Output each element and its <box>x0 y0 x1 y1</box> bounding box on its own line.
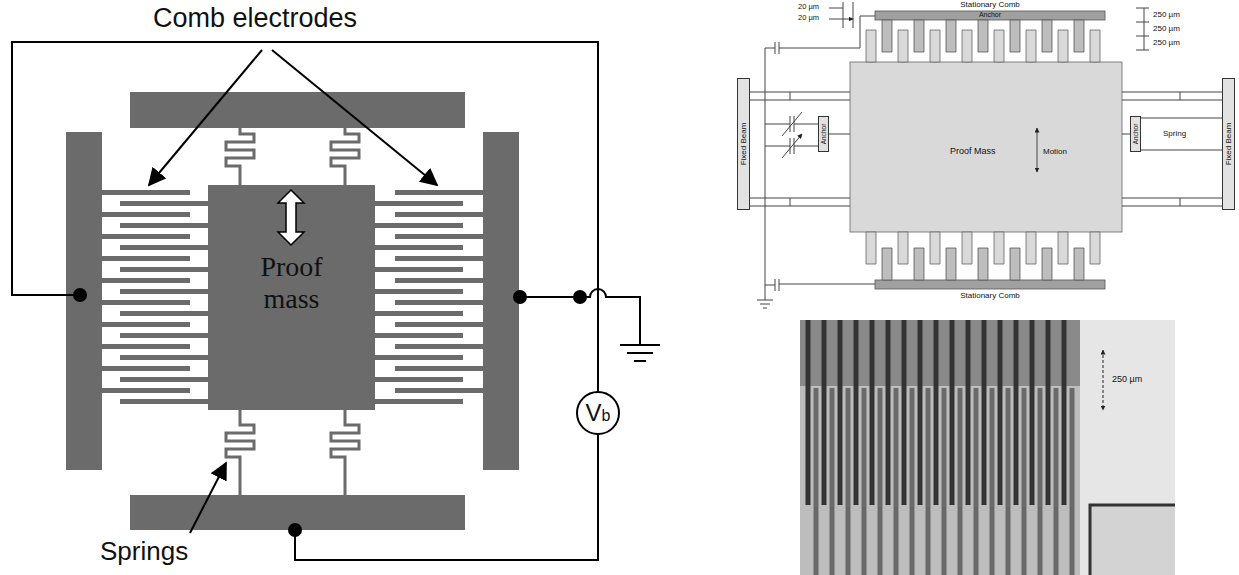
motion-arrow <box>1037 128 1038 172</box>
junction-dots <box>73 288 587 537</box>
callout-label: Springs <box>100 537 188 567</box>
photo-block <box>1090 505 1175 575</box>
stationary-comb: Stationary CombAnchor <box>875 0 1105 21</box>
wire <box>520 289 640 345</box>
spring <box>226 410 254 495</box>
motion-arrow <box>278 190 304 245</box>
wire <box>295 434 598 560</box>
junction-dot <box>573 290 587 304</box>
comb-fingers <box>102 190 483 404</box>
proof-mass-body <box>208 185 375 410</box>
dimension-label: 250 µm <box>1153 38 1180 47</box>
mass-body <box>850 62 1122 232</box>
capacitor-wire <box>765 279 875 291</box>
spring-lines <box>1122 92 1224 206</box>
dimension-arrow <box>1103 350 1104 410</box>
schematic-lines <box>750 2 1224 308</box>
stationary-teeth <box>882 20 1084 280</box>
part-name: Fixed Beam <box>1225 123 1233 166</box>
fixed-beam: Fixed Beam <box>737 78 750 210</box>
anchor-box: Anchor <box>1130 116 1141 152</box>
ground-symbol <box>757 300 773 308</box>
electrode-bars <box>66 92 519 530</box>
voltage-source <box>577 392 619 434</box>
left-electrode <box>66 132 102 470</box>
dimension-label: 250 µm <box>1153 10 1180 19</box>
part-name: Anchor <box>1132 124 1139 145</box>
part-name: Anchor <box>820 124 827 145</box>
top-electrode <box>130 92 465 128</box>
dimension-arrow <box>829 8 853 19</box>
source-name: Vb <box>586 399 611 427</box>
proof-mass: Proof mass <box>208 185 375 410</box>
photo-ground <box>1080 320 1175 575</box>
springs <box>226 128 359 495</box>
variable-arrow <box>782 112 802 158</box>
stationary-combs <box>875 11 1105 289</box>
dimension-ticks <box>843 2 853 28</box>
leader-arrow <box>149 50 262 185</box>
junction-dot <box>288 523 302 537</box>
fixed-beam: Fixed Beam <box>1222 78 1235 210</box>
junction-dot <box>513 290 527 304</box>
part-name: Proof Mass <box>950 146 996 156</box>
anchor-bar <box>875 280 1105 289</box>
dimension-label: 20 µm <box>798 14 819 23</box>
part-name: Stationary Comb <box>960 291 1020 300</box>
leader-arrow <box>272 50 437 185</box>
dimension-label: 250 µm <box>1112 374 1142 384</box>
anchor-box: Anchor <box>818 116 829 152</box>
photo-fingers <box>808 320 1064 505</box>
leader-arrow <box>190 463 226 533</box>
wire <box>12 42 598 392</box>
spring <box>331 128 359 185</box>
callout-label: Comb electrodes <box>153 3 357 34</box>
part-name: Fixed Beam <box>740 123 748 166</box>
anchor-bar <box>875 11 1105 20</box>
part-name: Anchor <box>979 11 1001 19</box>
wires <box>12 42 660 560</box>
spring-lines <box>829 118 1222 150</box>
ground-symbol <box>620 345 660 361</box>
right-electrode <box>483 132 519 470</box>
dimension-label: 20 µm <box>798 3 819 12</box>
photo-edge <box>1090 505 1175 575</box>
dimension-label: 250 µm <box>1153 24 1180 33</box>
part-name: Spring <box>1163 129 1186 138</box>
schematic-proof-mass <box>850 30 1122 264</box>
voltage-source: Vb <box>577 392 619 434</box>
micrograph <box>800 320 1175 575</box>
part-name: Proof mass <box>232 251 352 315</box>
stationary-comb: Stationary Comb <box>875 279 1105 302</box>
mass-teeth <box>866 30 1100 264</box>
part-name: Stationary Comb <box>960 0 1020 9</box>
capacitor-wire <box>765 16 875 300</box>
junction-dot <box>73 288 87 302</box>
photo-ground <box>800 320 1175 575</box>
motion-label: Motion <box>1043 147 1067 156</box>
dimension-ticks <box>1136 8 1149 50</box>
leader-arrows <box>149 50 437 533</box>
spring <box>226 128 254 185</box>
spring <box>331 410 359 495</box>
proof-mass: Proof Mass Motion <box>850 62 1122 232</box>
